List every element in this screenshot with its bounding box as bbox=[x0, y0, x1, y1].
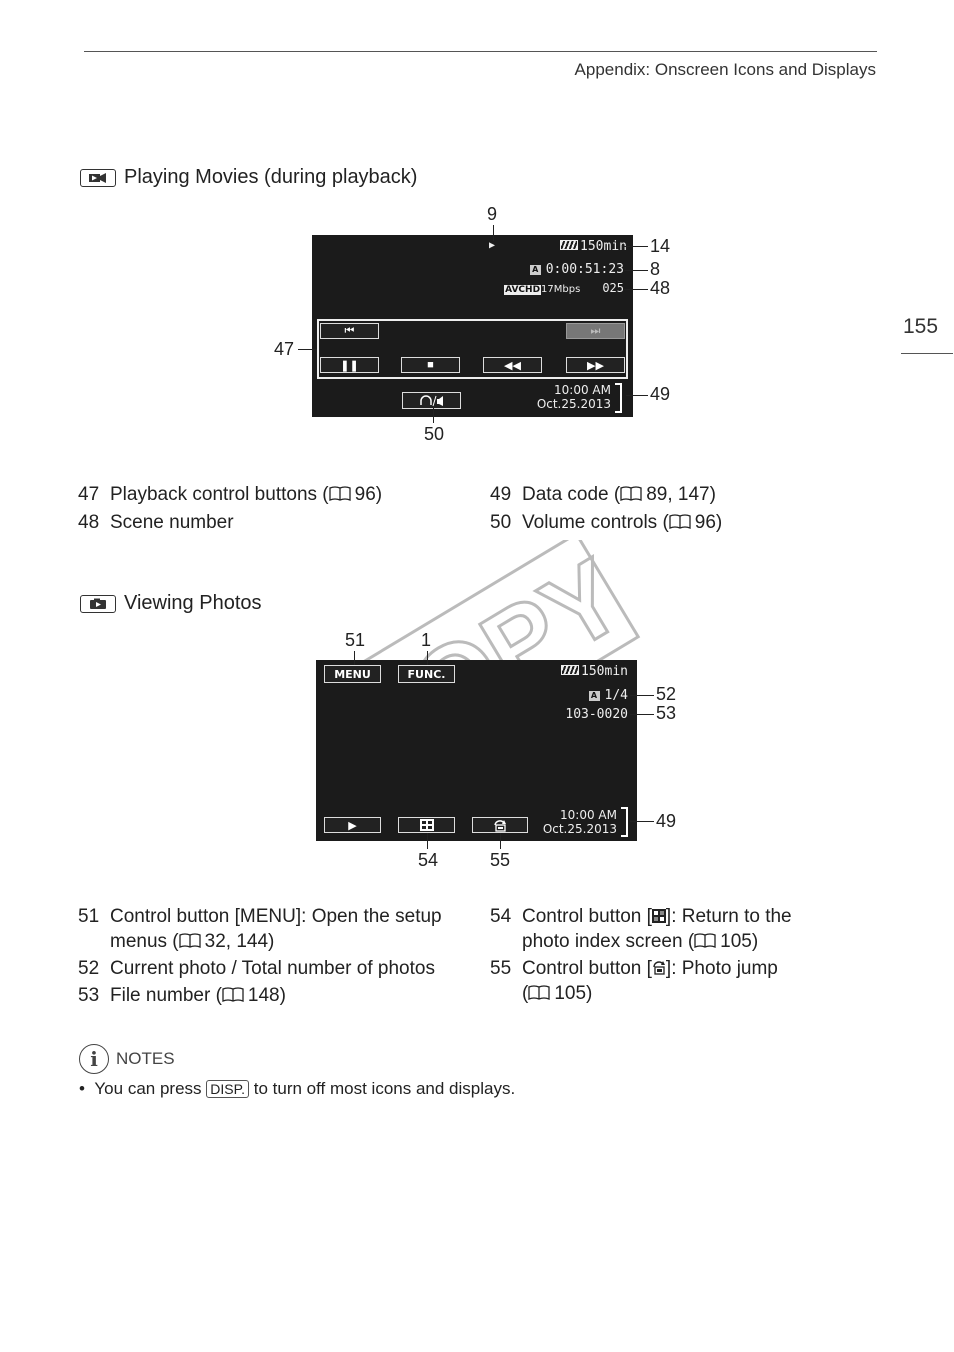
skip-back-button[interactable]: ⏮ bbox=[320, 323, 379, 339]
file-number: 103-0020 bbox=[565, 707, 628, 722]
menu-button[interactable]: MENU bbox=[324, 665, 381, 683]
headphone-speaker-icon bbox=[419, 394, 443, 406]
skip-forward-button[interactable]: ⏭ bbox=[566, 323, 625, 339]
auto-mode-icon: A bbox=[588, 691, 600, 701]
scene-number: 025 bbox=[602, 281, 624, 295]
disp-key: DISP. bbox=[206, 1080, 250, 1098]
auto-mode-icon: A bbox=[529, 265, 541, 275]
fast-forward-button[interactable]: ▶▶ bbox=[566, 357, 625, 373]
header-rule bbox=[84, 51, 877, 52]
notes-heading: i NOTES bbox=[79, 1044, 175, 1074]
play-indicator-icon: ▶ bbox=[489, 240, 496, 251]
index-icon bbox=[419, 819, 434, 831]
playback-controls-frame bbox=[317, 319, 628, 379]
callout-48: 48 bbox=[650, 278, 671, 298]
info-icon: i bbox=[79, 1044, 109, 1074]
volume-controls-button[interactable] bbox=[402, 392, 461, 409]
book-reference-icon bbox=[328, 483, 351, 501]
book-reference-icon bbox=[178, 930, 201, 948]
rewind-button[interactable]: ◀◀ bbox=[483, 357, 542, 373]
photos-section-title: Viewing Photos bbox=[80, 592, 262, 615]
photos-title-text: Viewing Photos bbox=[124, 592, 262, 614]
callout-49: 49 bbox=[650, 384, 671, 404]
book-reference-icon bbox=[669, 511, 691, 529]
movie-playback-mode-icon bbox=[80, 168, 116, 187]
book-reference-icon bbox=[222, 984, 244, 1002]
battery-icon bbox=[561, 665, 580, 675]
recording-mode: AVCHD17Mbps 025 bbox=[504, 281, 624, 295]
func-button[interactable]: FUNC. bbox=[398, 665, 455, 683]
photo-jump-icon bbox=[653, 961, 665, 975]
battery-icon bbox=[560, 240, 579, 250]
callout-52: 52 bbox=[656, 684, 677, 704]
photo-battery-remaining: 150min bbox=[561, 664, 628, 679]
avchd-badge: AVCHD bbox=[504, 285, 542, 295]
photo-data-code-bracket bbox=[621, 807, 628, 837]
pause-button[interactable]: ❚❚ bbox=[320, 357, 379, 373]
index-icon bbox=[651, 909, 666, 923]
stop-button[interactable]: ■ bbox=[401, 357, 460, 373]
callout-53: 53 bbox=[656, 703, 677, 723]
callout-54: 54 bbox=[418, 850, 439, 870]
index-button[interactable] bbox=[398, 817, 455, 833]
page-number: 155 bbox=[903, 315, 939, 338]
callout-55: 55 bbox=[490, 850, 511, 870]
bitrate: 17Mbps bbox=[541, 284, 581, 295]
book-reference-icon bbox=[694, 930, 716, 948]
notes-bullet: • You can press DISP. to turn off most i… bbox=[79, 1079, 516, 1098]
movies-title-text: Playing Movies (during playback) bbox=[124, 166, 418, 188]
page-number-rule bbox=[901, 353, 953, 354]
photo-jump-icon bbox=[494, 819, 506, 832]
callout-8: 8 bbox=[650, 259, 661, 279]
callout-50: 50 bbox=[424, 424, 445, 444]
callout-9: 9 bbox=[487, 204, 498, 224]
photo-playback-mode-icon bbox=[80, 594, 116, 613]
callout-1: 1 bbox=[421, 630, 432, 650]
book-reference-icon bbox=[620, 483, 642, 501]
running-header: Appendix: Onscreen Icons and Displays bbox=[574, 60, 876, 79]
movies-section-title: Playing Movies (during playback) bbox=[80, 166, 417, 189]
callout-47: 47 bbox=[274, 339, 295, 359]
callout-49-photo: 49 bbox=[656, 811, 677, 831]
callout-51: 51 bbox=[345, 630, 366, 650]
photo-jump-button[interactable] bbox=[472, 817, 528, 833]
book-reference-icon bbox=[528, 982, 550, 1000]
battery-remaining: 150min bbox=[560, 239, 627, 254]
data-code-bracket bbox=[615, 383, 622, 413]
play-slideshow-button[interactable]: ▶ bbox=[324, 817, 381, 833]
callout-14: 14 bbox=[650, 236, 671, 256]
